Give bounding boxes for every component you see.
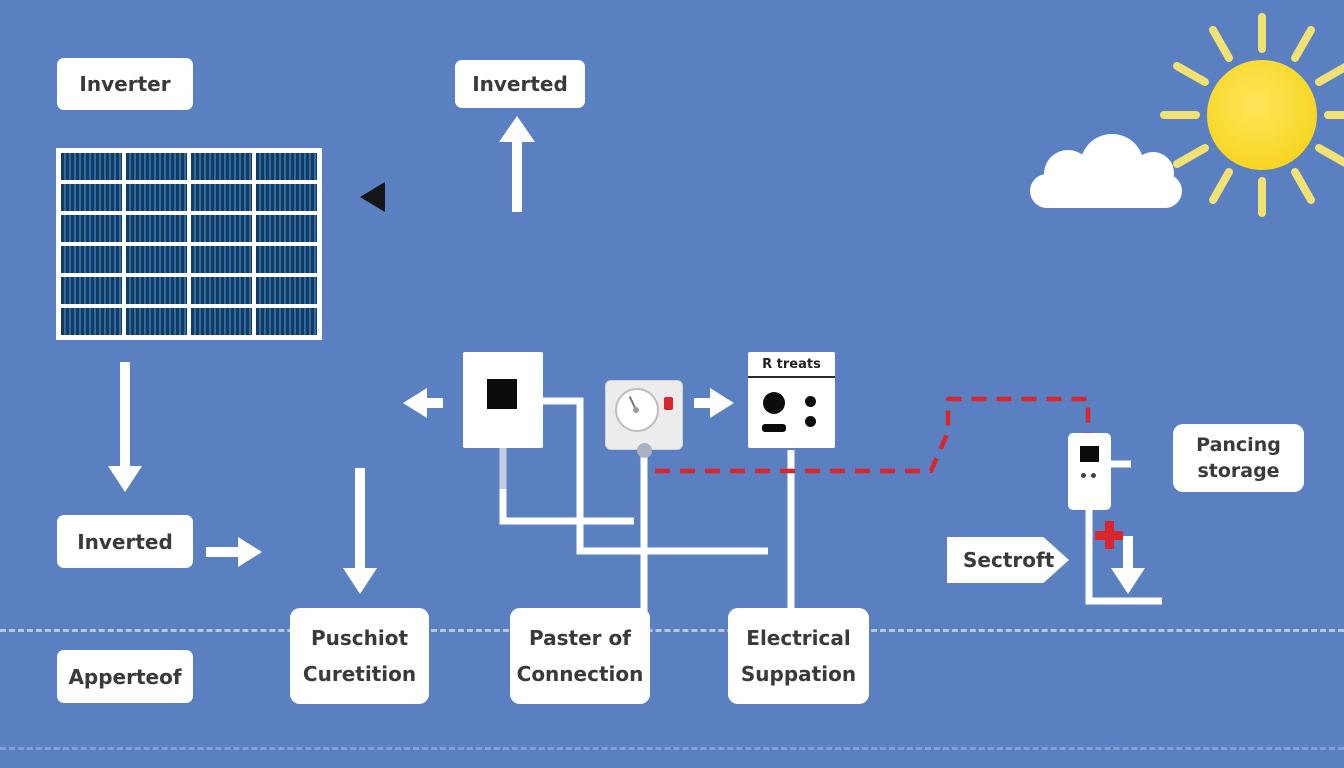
panel-cell	[191, 184, 252, 211]
breaker-panel-title: R treats	[748, 352, 835, 378]
meter-red-switch	[664, 397, 673, 410]
label-apperteof: Apperteof	[57, 650, 193, 703]
label-inverted-top-text: Inverted	[472, 72, 568, 96]
charge-controller-icon	[1068, 433, 1111, 510]
cloud-bump	[1132, 152, 1174, 194]
label-puschiot-line1: Puschiot	[310, 626, 409, 650]
arrow-left-mid-icon	[403, 388, 427, 418]
label-inverted-top: Inverted	[455, 60, 585, 108]
panel-cell	[191, 246, 252, 273]
panel-cell	[126, 308, 187, 335]
inverter-display	[487, 379, 517, 409]
panel-cell	[126, 184, 187, 211]
label-sectroft-text: Sectroft	[963, 548, 1055, 572]
cloud-icon	[1030, 134, 1182, 208]
panel-cell	[126, 153, 187, 180]
label-electrical-line1: Electrical	[746, 626, 851, 650]
panel-cell	[256, 277, 317, 304]
dashed-separator-bottom	[0, 747, 1344, 750]
label-electrical-suppation: Electrical Suppation	[728, 608, 869, 704]
arrow-down-panel-shaft	[120, 362, 130, 468]
label-sectroft: Sectroft	[947, 537, 1069, 583]
power-meter-icon	[605, 380, 683, 458]
arrow-down-right-icon	[1111, 568, 1145, 594]
label-pancing-storage: Pancing storage	[1173, 424, 1304, 492]
panel-cell	[256, 184, 317, 211]
plus-icon	[1095, 521, 1123, 549]
panel-cell	[191, 215, 252, 242]
panel-cell	[61, 153, 122, 180]
label-inverted-left: Inverted	[57, 515, 193, 568]
panel-cell	[61, 277, 122, 304]
dashed-separator	[0, 629, 1344, 632]
panel-cell	[256, 215, 317, 242]
wire-inverter-bottom	[499, 489, 634, 525]
panel-cell	[191, 308, 252, 335]
label-paster-line2: Connection	[516, 662, 644, 686]
controller-led	[1091, 473, 1096, 478]
arrow-up-shaft	[512, 140, 522, 212]
arrow-left-mid-shaft	[427, 398, 443, 408]
arrow-right-small-icon	[238, 537, 262, 567]
inverter-device-icon	[463, 352, 543, 448]
arrow-down-mid-icon	[343, 568, 377, 594]
breaker-dot-small	[805, 396, 816, 407]
label-pancing-line2: storage	[1197, 460, 1280, 482]
controller-led	[1081, 473, 1086, 478]
solar-panel-icon	[56, 148, 322, 340]
arrow-down-panel-icon	[108, 466, 142, 492]
panel-cell	[126, 246, 187, 273]
arrow-right-mid-shaft	[694, 398, 710, 408]
label-inverter-text: Inverter	[79, 72, 171, 96]
label-inverted-left-text: Inverted	[77, 529, 173, 554]
panel-cell	[256, 246, 317, 273]
label-puschiot-curetition: Puschiot Curetition	[290, 608, 429, 704]
panel-cell	[256, 153, 317, 180]
panel-cell	[61, 184, 122, 211]
meter-hub	[633, 407, 639, 413]
controller-display	[1080, 446, 1099, 462]
label-electrical-line2: Suppation	[740, 662, 857, 686]
panel-cell	[191, 153, 252, 180]
panel-cell	[61, 215, 122, 242]
breaker-dot-small	[805, 416, 816, 427]
breaker-panel-title-text: R treats	[762, 356, 821, 372]
label-pancing-line1: Pancing	[1196, 434, 1281, 456]
meter-knob	[637, 443, 652, 458]
breaker-bar	[762, 424, 786, 432]
label-puschiot-line2: Curetition	[302, 662, 417, 686]
sun-icon	[1207, 60, 1317, 170]
plus-vertical	[1105, 521, 1114, 549]
arrow-left-black-icon	[360, 182, 385, 212]
arrow-right-small-shaft	[206, 547, 238, 557]
label-paster-line1: Paster of	[529, 626, 631, 650]
arrow-down-mid-shaft	[355, 468, 365, 570]
label-paster-of-connection: Paster of Connection	[510, 608, 650, 704]
panel-cell	[126, 215, 187, 242]
breaker-panel-icon: R treats	[748, 352, 835, 448]
panel-cell	[61, 308, 122, 335]
panel-cell	[61, 246, 122, 273]
panel-cell	[191, 277, 252, 304]
label-inverter: Inverter	[57, 58, 193, 110]
panel-cell	[256, 308, 317, 335]
breaker-dot-large	[763, 392, 785, 414]
arrow-up-icon	[499, 116, 535, 142]
panel-cell	[126, 277, 187, 304]
label-apperteof-text: Apperteof	[68, 664, 182, 689]
arrow-down-right-shaft	[1123, 536, 1133, 570]
arrow-right-mid-icon	[710, 388, 734, 418]
